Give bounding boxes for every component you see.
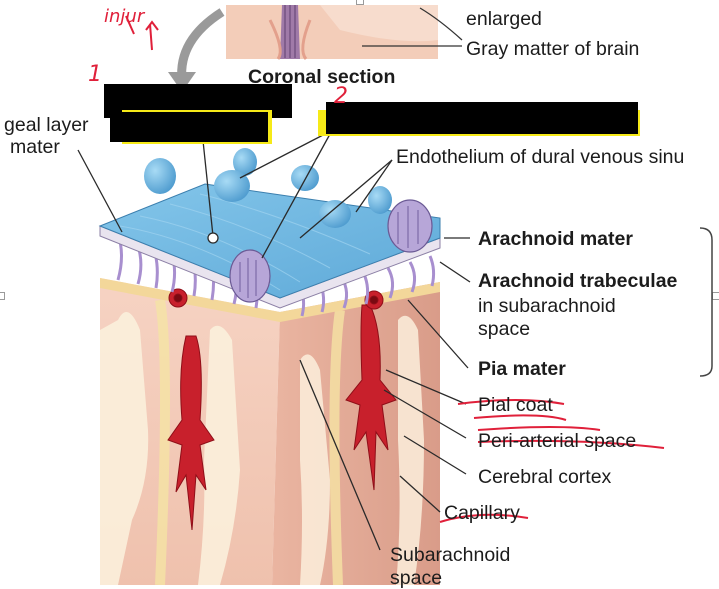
leader-lines: [77, 111, 471, 551]
selection-handle-left[interactable]: [0, 292, 5, 300]
label-coronal-section: Coronal section: [248, 66, 396, 88]
redaction-right: [326, 102, 638, 134]
handwriting-number-2: 2: [334, 84, 348, 109]
label-pia-mater: Pia mater: [478, 358, 566, 380]
label-in-subarachnoid: in subarachnoid: [478, 295, 616, 317]
arachnoid-granulation: [229, 199, 433, 303]
label-arachnoid-trabeculae: Arachnoid trabeculae: [478, 270, 678, 292]
bracket: [699, 227, 713, 377]
label-endothelium: Endothelium of dural venous sinu: [396, 146, 685, 168]
cortical-arteries: [167, 288, 397, 531]
label-space-2: space: [390, 567, 443, 589]
handwriting-top: injur: [104, 6, 145, 27]
label-arachnoid-mater: Arachnoid mater: [478, 228, 633, 250]
handwritten-annotations: [125, 15, 665, 523]
label-cerebral-cortex: Cerebral cortex: [478, 466, 612, 488]
label-gray-matter: Gray matter of brain: [466, 38, 640, 60]
label-mater: mater: [10, 136, 60, 158]
label-capillary: Capillary: [444, 502, 520, 524]
handwriting-number-1: 1: [88, 62, 102, 87]
label-subarachnoid: Subarachnoid: [390, 544, 511, 566]
coronal-section-inset: [226, 5, 438, 60]
label-meningeal-layer: geal layer: [4, 114, 89, 136]
label-periarterial-space: Peri-arterial space: [478, 430, 637, 452]
label-space-1: space: [478, 318, 531, 340]
cortex-block: [100, 278, 440, 585]
redaction-left-lower: [110, 112, 268, 142]
selection-handle-top[interactable]: [356, 0, 364, 5]
curved-arrow: [177, 8, 225, 81]
label-enlarged: enlarged: [466, 8, 542, 30]
label-pial-coat: Pial coat: [478, 394, 553, 416]
dura-mater: [98, 148, 441, 299]
